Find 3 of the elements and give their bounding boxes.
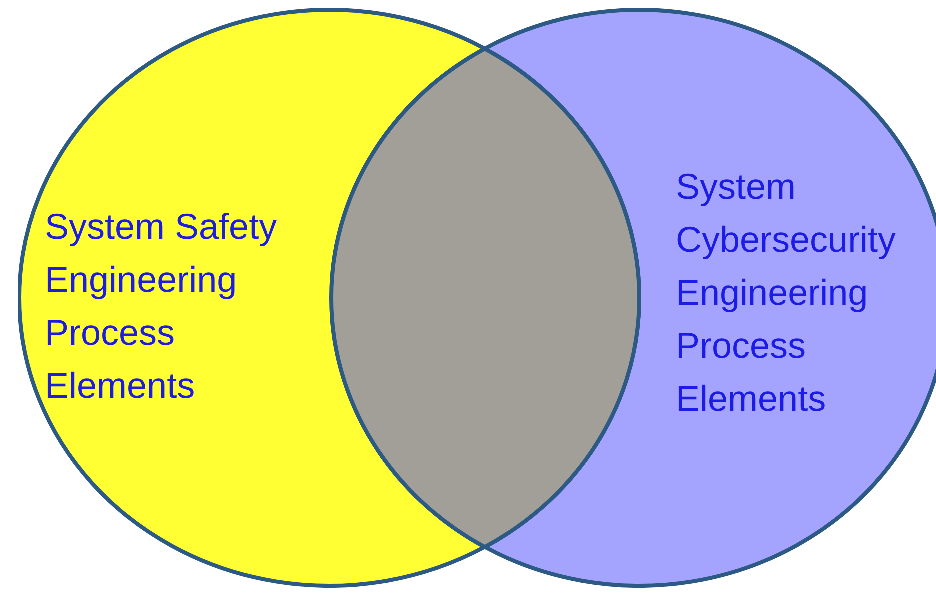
circle-label: System Safety Engineering Process Elements [45,205,278,408]
circle-label: System Cybersecurity Engineering Process Elements [676,165,898,421]
overlap-region [330,46,642,550]
